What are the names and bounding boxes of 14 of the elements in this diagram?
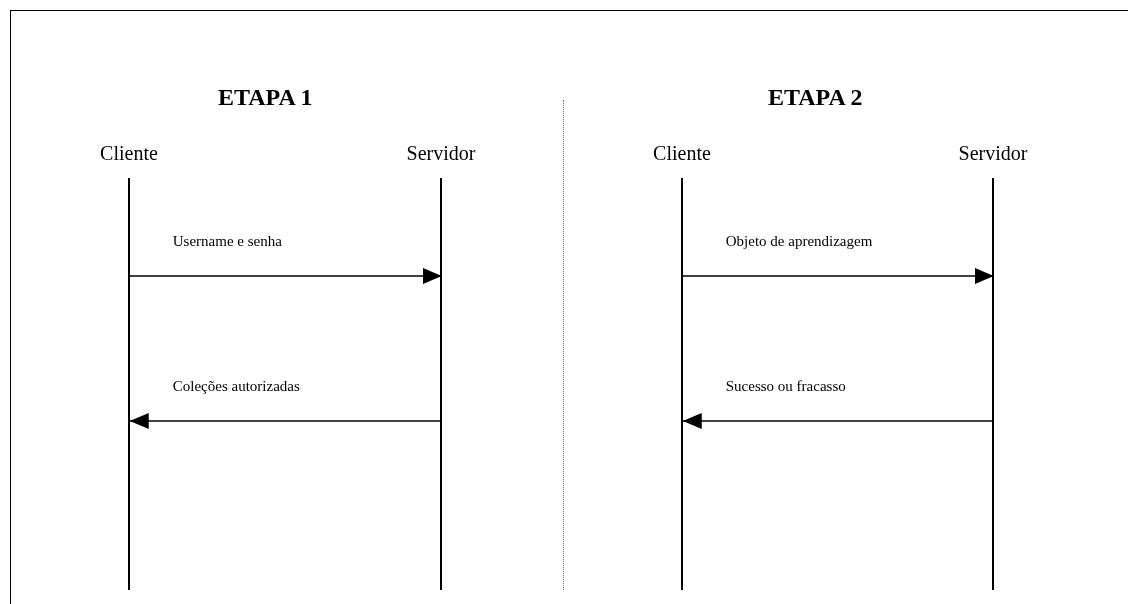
- edge-label: Coleções autorizadas: [172, 378, 300, 395]
- message-arrow: [129, 268, 443, 284]
- edge-label: Username e senha: [172, 233, 282, 250]
- participant-label: Cliente: [99, 141, 159, 166]
- message-arrow: [682, 268, 995, 284]
- message-arrow: [682, 413, 995, 429]
- participant-label: Servidor: [957, 141, 1029, 166]
- stage-heading: ETAPA 1: [218, 84, 313, 111]
- edge-label: Sucesso ou fracasso: [725, 378, 846, 395]
- message-arrow: [129, 413, 443, 429]
- participant-label: Cliente: [652, 141, 712, 166]
- edge-label: Objeto de aprendizagem: [725, 233, 873, 250]
- stage-heading: ETAPA 2: [768, 84, 863, 111]
- participant-label: Servidor: [405, 141, 477, 166]
